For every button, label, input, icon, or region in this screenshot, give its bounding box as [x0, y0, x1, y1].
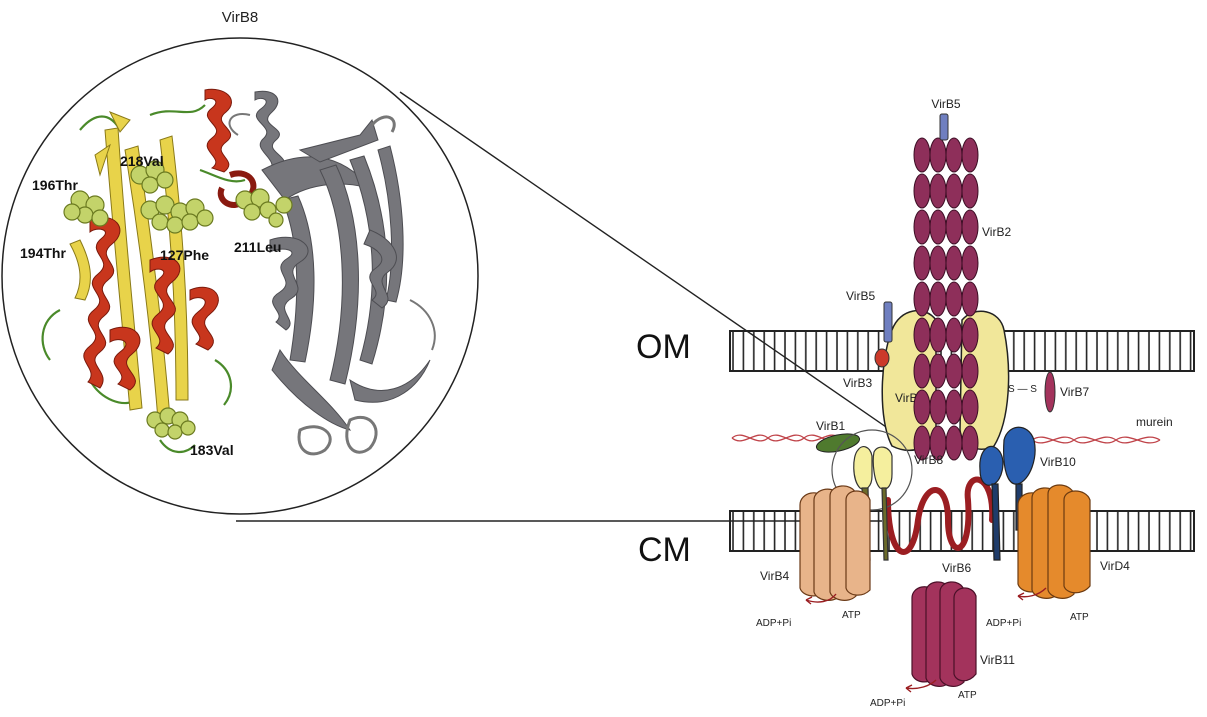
virb3-protein — [875, 349, 889, 367]
virb10-label: VirB10 — [1040, 455, 1076, 469]
virb2-subunit — [914, 210, 930, 244]
residue-label-218val: 218Val — [120, 153, 164, 169]
virb2-subunit — [914, 318, 930, 352]
virD4-barrel — [1018, 485, 1090, 598]
cm-label: CM — [638, 531, 691, 569]
residue-label-211leu: 211Leu — [234, 239, 281, 255]
virD4-label: VirD4 — [1100, 559, 1130, 573]
virb4-label: VirB4 — [760, 569, 789, 583]
virb7-label: VirB7 — [1060, 385, 1089, 399]
virb2-label: VirB2 — [982, 225, 1011, 239]
virb2-subunit — [946, 210, 962, 244]
virb2-subunit — [930, 174, 946, 208]
virb6-label: VirB6 — [942, 561, 971, 575]
virb2-subunit — [946, 138, 962, 172]
virb2-subunit — [914, 354, 930, 388]
virb2-subunit — [946, 426, 962, 460]
virb2-subunit — [914, 282, 930, 316]
virb2-subunit — [930, 390, 946, 424]
virb7-protein — [1045, 372, 1055, 412]
virb2-subunit — [962, 138, 978, 172]
inset-title: VirB8 — [222, 9, 258, 26]
virb5-top-label: VirB5 — [931, 97, 960, 111]
virb11-label: VirB11 — [980, 653, 1015, 667]
virb2-subunit — [962, 390, 978, 424]
virb2-subunit — [914, 246, 930, 280]
virb2-subunit — [946, 390, 962, 424]
virb5-side-protein — [884, 302, 892, 342]
virb2-subunit — [930, 354, 946, 388]
virb11-atp-label: ATP — [958, 690, 977, 701]
virb3-label: VirB3 — [843, 376, 872, 390]
om-label: OM — [636, 328, 691, 366]
virb2-subunit — [946, 174, 962, 208]
virb2-pilus — [914, 138, 978, 460]
virb5-side-label: VirB5 — [846, 289, 875, 303]
virb8-label: VirB8 — [914, 453, 943, 467]
virb11-barrel — [912, 582, 976, 686]
virb2-subunit — [930, 210, 946, 244]
virb2-subunit — [930, 318, 946, 352]
virb2-subunit — [914, 174, 930, 208]
virb2-subunit — [914, 138, 930, 172]
virb4-adp-label: ADP+Pi — [756, 618, 791, 629]
virb4-barrel — [800, 486, 870, 600]
residue-label-127phe: 127Phe — [160, 247, 209, 263]
virb1-label: VirB1 — [816, 419, 845, 433]
virb11-adp-label: ADP+Pi — [870, 698, 905, 709]
virb2-subunit — [962, 246, 978, 280]
virb8-inset: VirB8 — [2, 9, 478, 514]
virb2-subunit — [962, 174, 978, 208]
virb2-subunit — [946, 246, 962, 280]
vird4-adp-label: ADP+Pi — [986, 618, 1021, 629]
virb2-subunit — [962, 354, 978, 388]
residue-label-196thr: 196Thr — [32, 177, 78, 193]
virb2-subunit — [930, 138, 946, 172]
virb2-subunit — [962, 318, 978, 352]
virb5-top-protein — [940, 114, 948, 140]
virb2-subunit — [946, 282, 962, 316]
inset-circle — [2, 38, 478, 514]
murein-label: murein — [1136, 415, 1173, 429]
disulfide-label: S — S — [1008, 384, 1037, 395]
virb2-subunit — [962, 210, 978, 244]
virb2-subunit — [946, 354, 962, 388]
virb2-subunit — [914, 390, 930, 424]
virb4-atp-label: ATP — [842, 610, 861, 621]
virb2-subunit — [930, 282, 946, 316]
virb2-subunit — [962, 282, 978, 316]
virb2-subunit — [930, 246, 946, 280]
vird4-atp-label: ATP — [1070, 612, 1089, 623]
virb2-subunit — [962, 426, 978, 460]
residue-label-183val: 183Val — [190, 442, 234, 458]
virb2-subunit — [946, 318, 962, 352]
residue-label-194thr: 194Thr — [20, 245, 66, 261]
